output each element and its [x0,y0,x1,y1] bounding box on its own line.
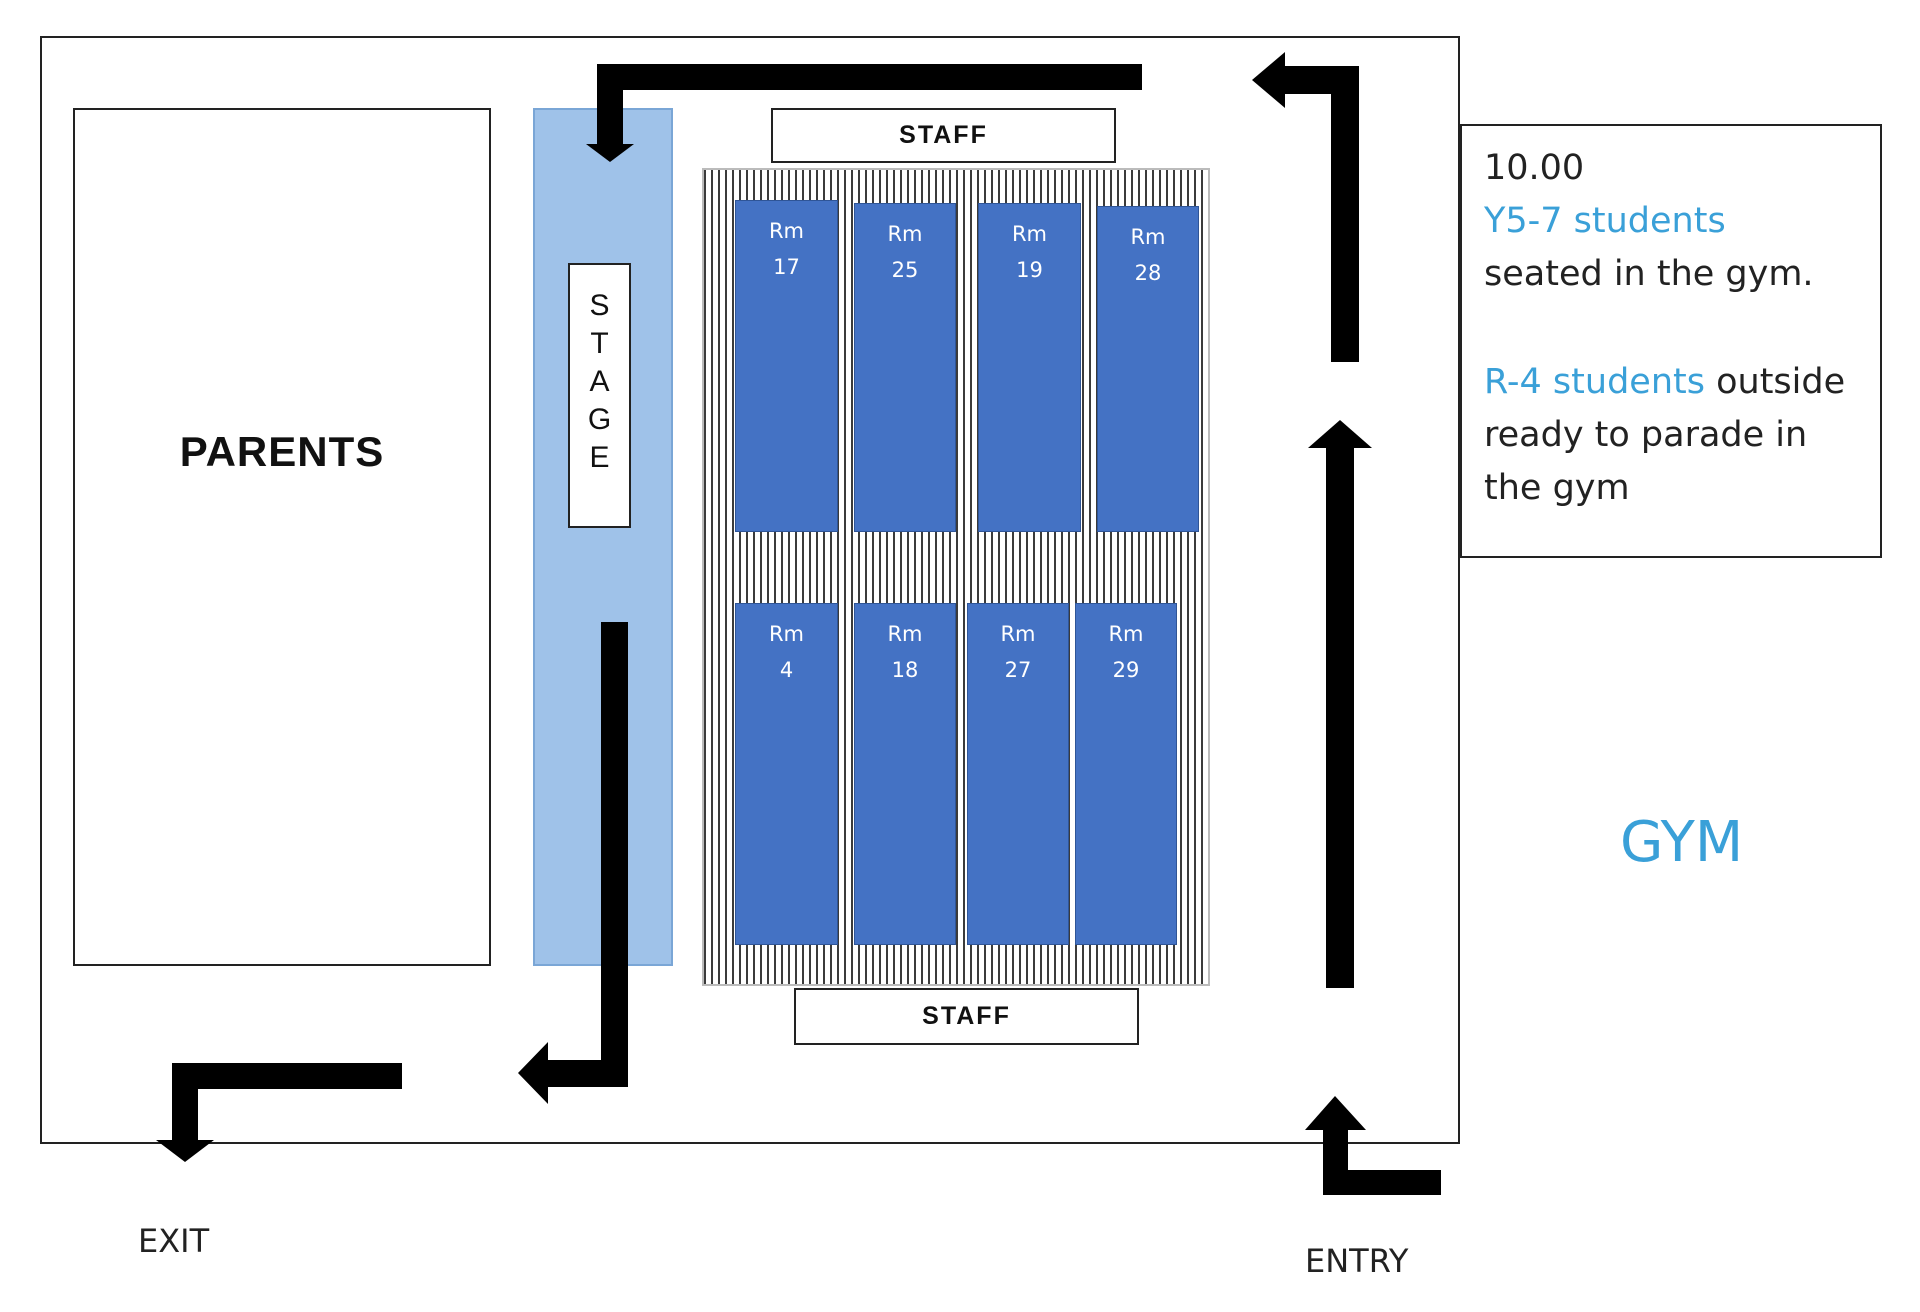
top-turn-down-arrow [586,64,1142,162]
group2-description-b: ready to parade in [1484,415,1808,455]
room-block: Rm 17 [735,200,838,532]
room-label: Rm [768,622,805,646]
room-block: Rm 29 [1075,603,1177,945]
room-block: Rm 18 [854,603,956,945]
group1-name: Y5-7 students [1484,201,1726,241]
entry-label: ENTRY [1305,1242,1409,1280]
stage-down-turn-arrow [518,622,628,1104]
stage-label: S T A G E [587,289,612,474]
room-number: 4 [779,658,794,682]
room-label: Rm [768,219,805,243]
parents-area: PARENTS [73,108,491,966]
parents-label: PARENTS [179,428,385,475]
top-right-turn-arrow [1252,52,1359,362]
room-number: 17 [773,255,800,279]
group2-description-a: outside [1704,362,1846,402]
room-block: Rm 4 [735,603,838,945]
group2-description-c: the gym [1484,468,1630,508]
room-label: Rm [887,222,923,246]
room-block: Rm 28 [1097,206,1199,532]
exit-arrow [156,1063,402,1162]
group1-description: seated in the gym. [1484,254,1814,294]
room-block: Rm 19 [978,203,1081,532]
room-number: 19 [1016,258,1043,282]
schedule-time: 10.00 [1484,148,1585,188]
staff-area-bottom: STAFF [794,988,1139,1045]
room-number: 25 [891,258,919,282]
upward-arrow [1308,420,1372,988]
room-number: 27 [1004,658,1032,682]
stage-box: S T A G E [568,263,631,528]
room-block: Rm 27 [967,603,1069,945]
room-number: 28 [1134,261,1162,285]
room-label: Rm [1000,622,1036,646]
gym-label: GYM [1620,810,1744,875]
group2-name: R-4 students [1484,362,1705,402]
exit-label: EXIT [138,1222,210,1260]
schedule-info-box: 10.00 Y5-7 students seated in the gym. R… [1460,124,1882,558]
room-label: Rm [1011,222,1048,246]
entry-arrow [1305,1096,1441,1195]
room-label: Rm [887,622,923,646]
room-block: Rm 25 [854,203,956,532]
room-label: Rm [1130,225,1166,249]
staff-area-top: STAFF [771,108,1116,163]
room-label: Rm [1108,622,1144,646]
room-number: 29 [1112,658,1140,682]
room-number: 18 [891,658,919,682]
